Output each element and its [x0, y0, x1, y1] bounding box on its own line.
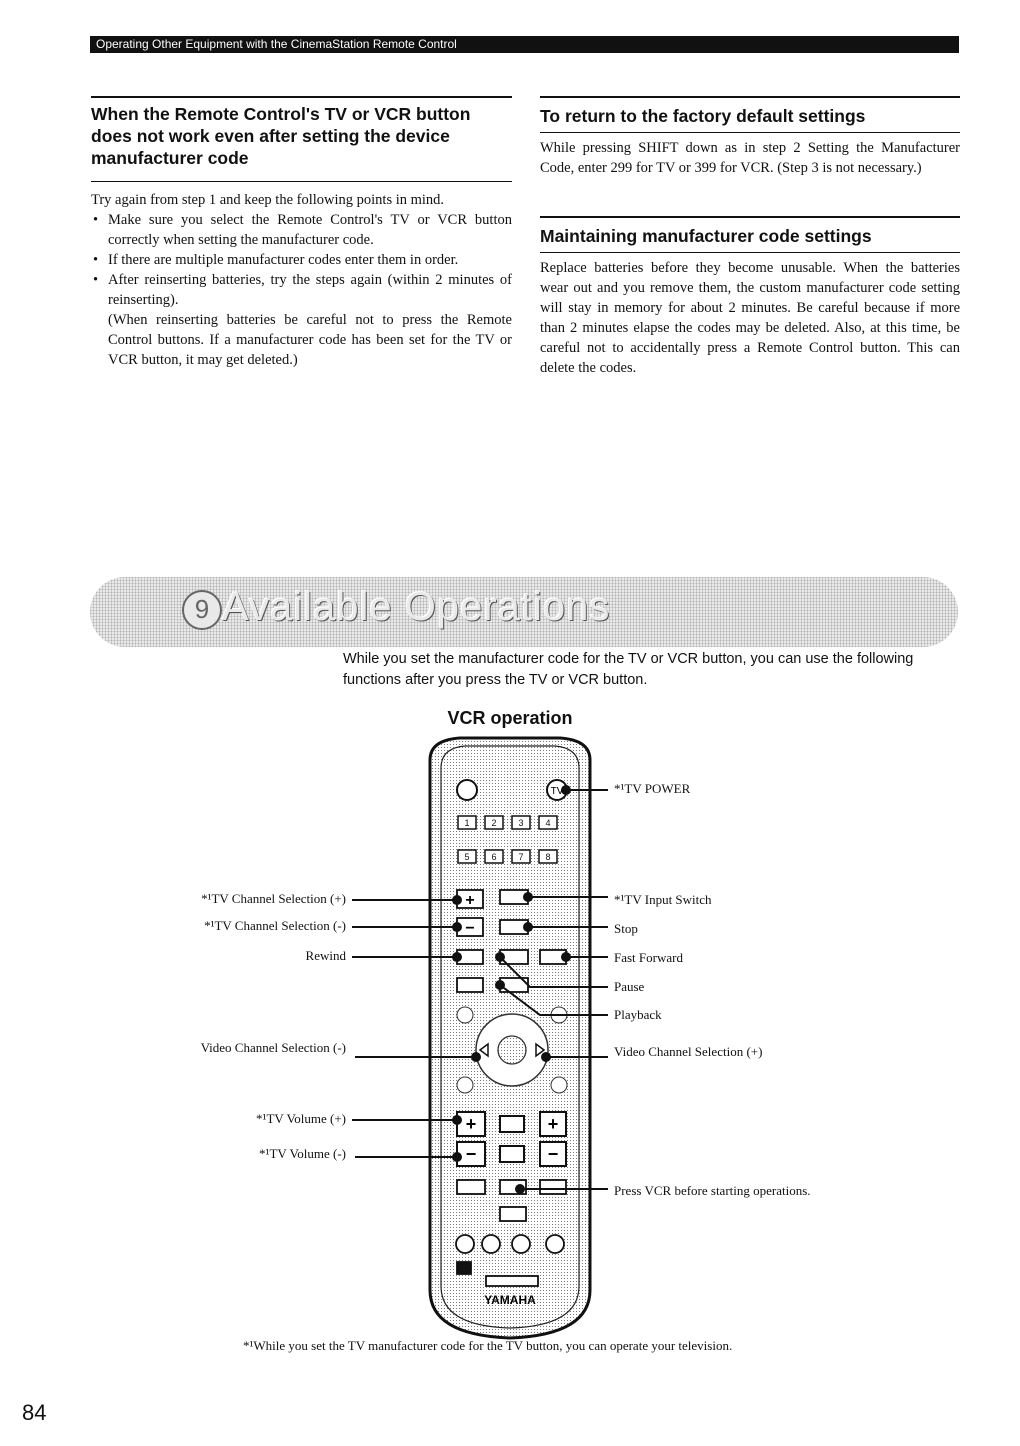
label-fast-forward: Fast Forward	[614, 950, 683, 965]
footnote: *¹While you set the TV manufacturer code…	[243, 1338, 733, 1353]
section-header-bar: Operating Other Equipment with the Cinem…	[90, 36, 959, 53]
maintain-title: Maintaining manufacturer code settings	[540, 226, 872, 246]
divider	[91, 96, 512, 98]
label-tv-input-switch: *¹TV Input Switch	[614, 892, 712, 907]
tv-key-label: TV	[551, 786, 564, 797]
operations-intro: While you set the manufacturer code for …	[343, 651, 914, 688]
label-tv-channel-plus: *¹TV Channel Selection (+)	[201, 891, 346, 906]
tv-vol-plus-button	[456, 1111, 486, 1137]
list-item: Make sure you select the Remote Control'…	[91, 210, 512, 250]
remote-inner-outline	[440, 745, 580, 1329]
troubleshooting-intro: Try again from step 1 and keep the follo…	[91, 192, 445, 208]
label-pause: Pause	[614, 979, 645, 994]
digit-label: 5	[464, 852, 469, 862]
troubleshooting-section: When the Remote Control's TV or VCR butt…	[91, 96, 512, 370]
troubleshooting-list: Make sure you select the Remote Control'…	[91, 210, 512, 310]
digit-label: 3	[518, 818, 523, 828]
label-tv-volume-minus: *¹TV Volume (-)	[259, 1146, 346, 1161]
plus-label: +	[465, 892, 474, 909]
factory-default-title: To return to the factory default setting…	[540, 106, 866, 126]
factory-default-body: While pressing SHIFT down as in step 2 S…	[540, 140, 960, 176]
minus-label: −	[466, 1144, 477, 1164]
available-operations-banner: 9 Available Operations	[90, 577, 958, 647]
section-title: Operating Other Equipment with the Cinem…	[96, 37, 457, 51]
divider	[540, 96, 960, 98]
divider	[91, 181, 512, 182]
minus-label: −	[548, 1144, 559, 1164]
digit-label: 1	[464, 818, 469, 828]
maintain-body: Replace batteries before they become unu…	[540, 260, 960, 376]
minus-label: −	[465, 920, 474, 937]
troubleshooting-title: When the Remote Control's TV or VCR butt…	[91, 104, 471, 168]
cursor-left-icon	[478, 1042, 489, 1058]
section-number-icon: 9	[182, 590, 222, 630]
list-item: After reinserting batteries, try the ste…	[91, 270, 512, 310]
label-rewind: Rewind	[305, 948, 346, 963]
prev-button	[456, 977, 484, 993]
power-icon	[456, 779, 478, 801]
transport-keys	[456, 889, 567, 993]
divider	[540, 216, 960, 218]
digit-label: 6	[491, 852, 496, 862]
battery-note: (When reinserting batteries be careful n…	[108, 312, 512, 368]
digit-label: 2	[491, 818, 496, 828]
digit-keys	[457, 815, 558, 864]
label-tv-volume-plus: *¹TV Volume (+)	[256, 1111, 346, 1126]
brand-logo: YAMAHA	[484, 1293, 536, 1307]
list-item: If there are multiple manufacturer codes…	[91, 250, 512, 270]
page-number: 84	[22, 1400, 47, 1425]
diagram-title: VCR operation	[447, 708, 573, 728]
label-tv-power: *¹TV POWER	[614, 781, 691, 796]
label-video-channel-plus: Video Channel Selection (+)	[614, 1044, 763, 1059]
divider	[540, 252, 960, 253]
label-tv-channel-minus: *¹TV Channel Selection (-)	[204, 918, 346, 933]
maintain-block: Maintaining manufacturer code settings R…	[540, 216, 960, 378]
plus-label: +	[548, 1114, 559, 1134]
divider	[540, 132, 960, 133]
digit-label: 8	[545, 852, 550, 862]
cursor-right-icon	[535, 1042, 546, 1058]
digit-label: 4	[545, 818, 550, 828]
label-stop: Stop	[614, 921, 638, 936]
enter-button	[497, 1035, 527, 1065]
label-playback: Playback	[614, 1007, 662, 1022]
plus-label: +	[466, 1114, 477, 1134]
banner-title: Available Operations	[222, 585, 611, 629]
label-press-vcr: Press VCR before starting operations.	[614, 1183, 811, 1198]
digit-label: 7	[518, 852, 523, 862]
settings-section: To return to the factory default setting…	[540, 96, 960, 378]
label-video-channel-minus: Video Channel Selection (-)	[200, 1040, 346, 1055]
